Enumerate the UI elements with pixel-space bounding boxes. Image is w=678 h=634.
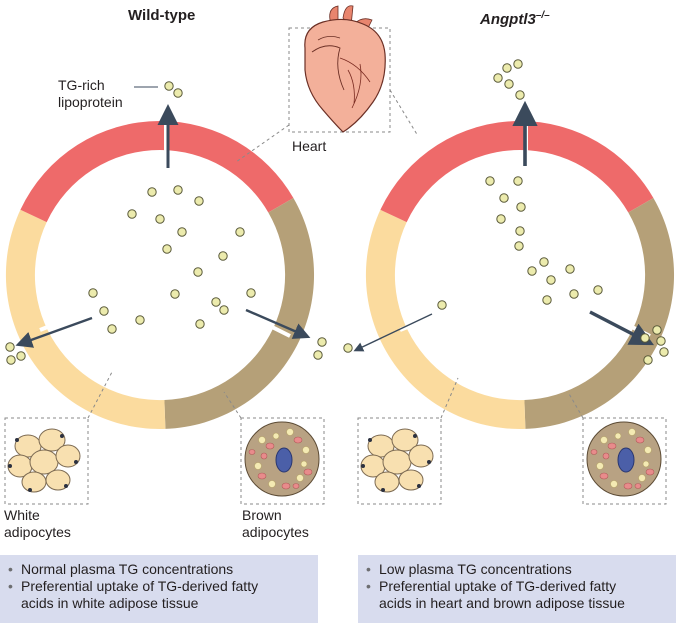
arrow-left-to-brown: [245, 308, 311, 339]
white-adipocytes-inset-right: [357, 377, 459, 505]
heart-icon: [304, 5, 386, 133]
angptl3-ring: [365, 118, 675, 429]
white-adipocytes-label-line2: adipocytes: [4, 524, 71, 540]
nucleus-icon: [617, 447, 635, 473]
ring-segment-heart-left: [20, 120, 161, 223]
nucleus-icon: [275, 447, 293, 473]
wild-type-ring: [5, 118, 315, 429]
ring-segment-heart: [160, 121, 294, 213]
ring-segment-brown-adipose: [524, 198, 675, 429]
heart-inset: [235, 5, 419, 163]
angptl3-title: Angptl3–/–: [480, 10, 550, 28]
angptl3-summary-box: Low plasma TG concentrations Preferentia…: [358, 555, 676, 623]
summary-item: Low plasma TG concentrations: [366, 561, 668, 578]
brown-adipocytes-inset-left: [223, 391, 325, 505]
heart-label: Heart: [292, 138, 327, 154]
lipoprotein-particles: [5, 59, 669, 365]
arrow-right-to-brown: [589, 310, 655, 346]
white-adipocytes-inset-left: [4, 371, 113, 505]
arrow-right-to-white: [353, 313, 433, 352]
ring-segment-white-adipose: [365, 209, 526, 429]
wild-type-summary-box: Normal plasma TG concentrations Preferen…: [0, 555, 318, 623]
wild-type-title: Wild-type: [128, 7, 196, 24]
tg-rich-label-line2: lipoprotein: [58, 94, 123, 110]
brown-adipocytes-label-line1: Brown: [242, 507, 282, 523]
summary-item: Preferential uptake of TG-derived fattya…: [8, 578, 310, 612]
ring-segment-brown-adipose: [164, 198, 315, 429]
arrow-left-to-white: [15, 316, 93, 348]
ring-segment-white-adipose: [5, 209, 166, 429]
summary-item: Normal plasma TG concentrations: [8, 561, 310, 578]
brown-adipocytes-inset-right: [567, 391, 667, 505]
brown-adipocytes-label-line2: adipocytes: [242, 524, 309, 540]
white-adipocytes-label-line1: White: [4, 507, 40, 523]
flux-arrows: [15, 100, 655, 352]
ring-segment-heart-left: [380, 120, 520, 223]
tg-rich-label-line1: TG-rich: [58, 77, 105, 93]
summary-item: Preferential uptake of TG-derived fattya…: [366, 578, 668, 612]
ring-segment-heart: [520, 121, 654, 213]
